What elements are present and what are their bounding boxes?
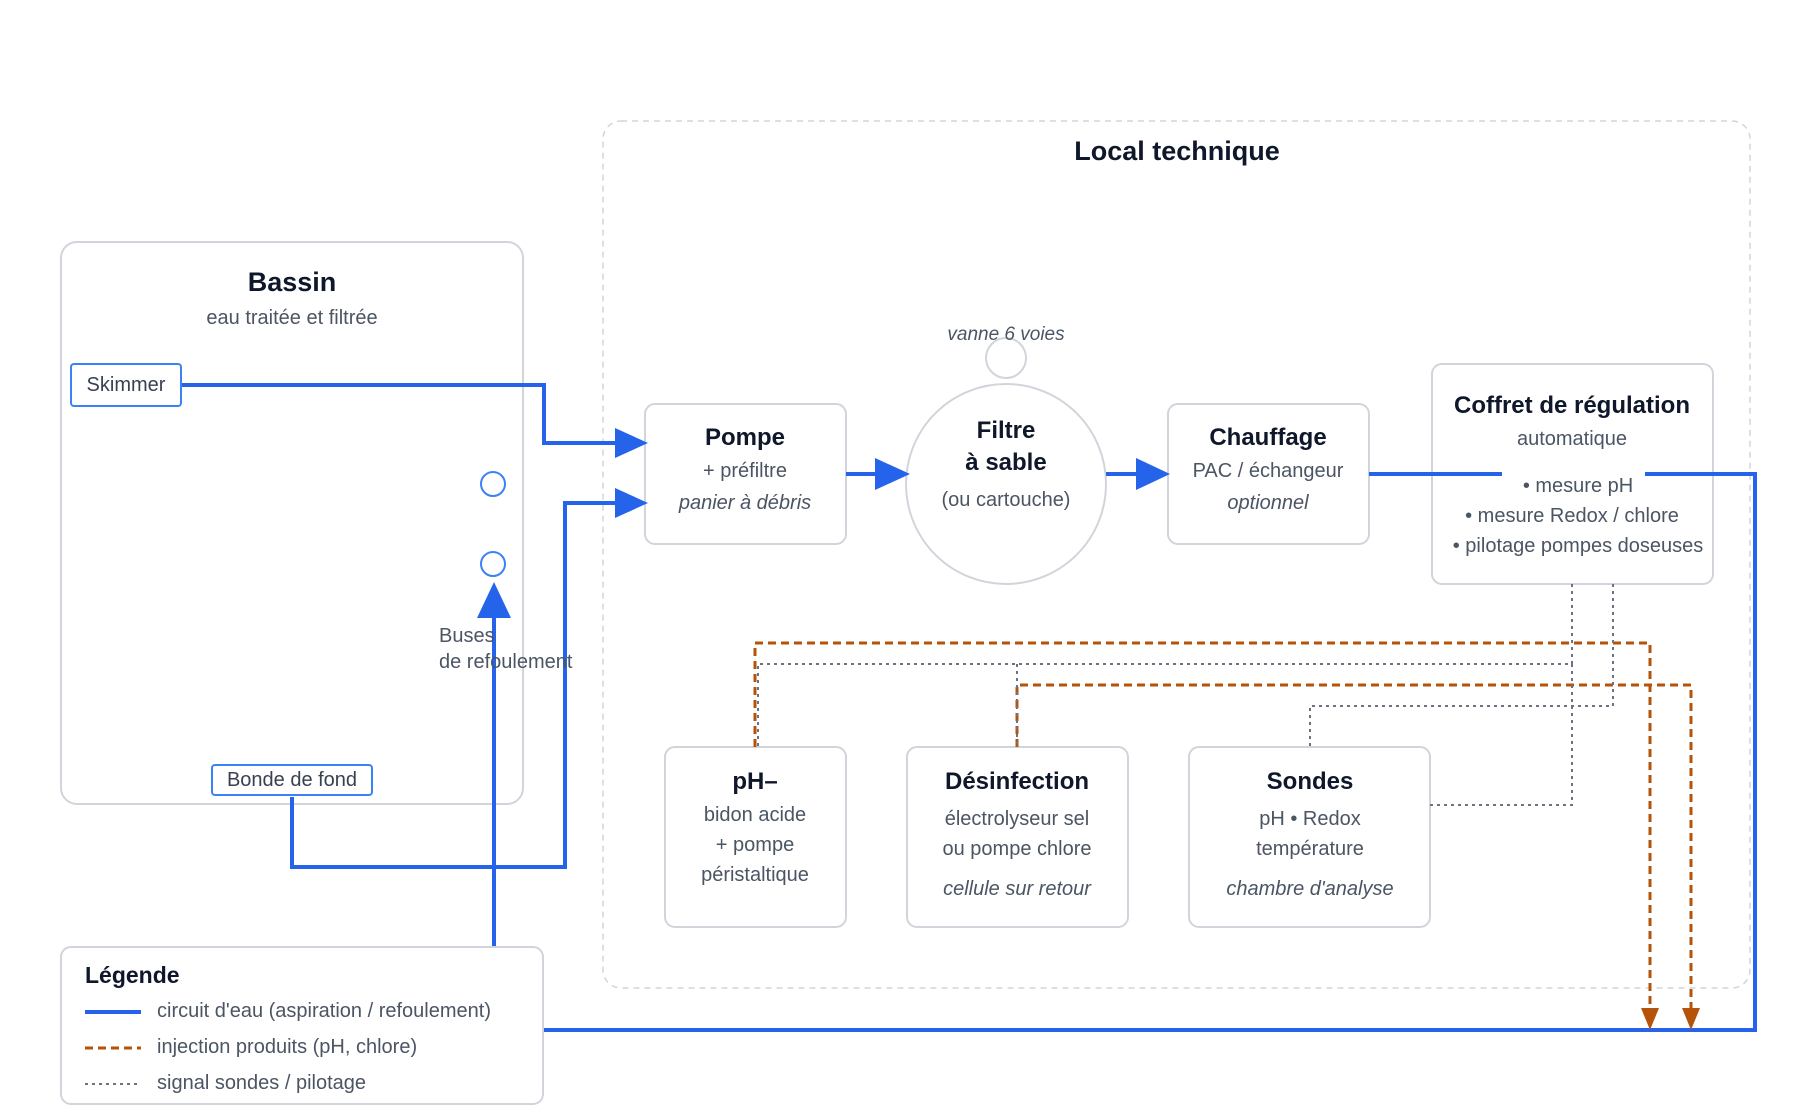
arrow-into-pompe-top (615, 428, 648, 458)
injection-arrows (1641, 1008, 1700, 1030)
local-technique-frame (602, 120, 1751, 989)
buses-label-line2: de refoulement (439, 651, 573, 673)
legend-signal-label: signal sondes / pilotage (157, 1072, 367, 1094)
arrow-to-buses (477, 582, 511, 618)
sondes-line2: température (1256, 838, 1364, 860)
arrow-injection-desinfection (1682, 1008, 1700, 1030)
coffret-item-2: • mesure Redox / chlore (1465, 505, 1679, 527)
filtre-title-line1: Filtre (976, 417, 1036, 444)
chauffage-line1: PAC / échangeur (1192, 460, 1344, 482)
water-line-return (544, 472, 1757, 1032)
vanne-label: vanne 6 voies (947, 324, 1065, 345)
bassin-subtitle: eau traitée et filtrée (206, 307, 378, 329)
pompe-line2: panier à débris (678, 492, 812, 514)
pompe-line1: + préfiltre (703, 460, 787, 482)
buse-circle-1 (480, 471, 506, 497)
arrow-injection-ph (1641, 1008, 1659, 1030)
legend-water-label: circuit d'eau (aspiration / refoulement) (157, 1000, 491, 1022)
filtre-sub: (ou cartouche) (941, 489, 1071, 511)
desinfection-line2: ou pompe chlore (942, 838, 1092, 860)
water-arrows (477, 428, 1170, 618)
buses-label-line1: Buses (439, 625, 495, 647)
pompe-title: Pompe (704, 424, 786, 451)
bonde-de-fond-tag: Bonde de fond (211, 764, 373, 796)
sondes-box (1188, 746, 1431, 928)
buse-circle-2 (480, 551, 506, 577)
chauffage-line2: optionnel (1227, 492, 1309, 514)
signal-line-ph (757, 584, 1573, 747)
sondes-line1: pH • Redox (1259, 808, 1361, 830)
signal-line-sondes-side (1430, 664, 1573, 806)
legend-box (60, 946, 544, 1105)
ph-line3: péristaltique (701, 864, 809, 886)
injection-line-ph (753, 641, 1652, 1012)
desinfection-title: Désinfection (944, 768, 1090, 795)
filtre-title-line2: à sable (965, 449, 1047, 476)
coffret-item-3: • pilotage pompes doseuses (1452, 535, 1704, 557)
desinfection-line3: cellule sur retour (943, 878, 1091, 900)
coffret-sub: automatique (1516, 428, 1628, 450)
coffret-item-1: • mesure pH (1516, 475, 1640, 498)
ph-line1: bidon acide (703, 804, 807, 826)
chauffage-title: Chauffage (1209, 424, 1327, 451)
desinfection-line1: électrolyseur sel (944, 808, 1090, 830)
arrow-into-pompe-bottom (615, 488, 648, 518)
arrow-into-filtre (875, 458, 910, 490)
skimmer-tag: Skimmer (70, 363, 182, 407)
water-line-skimmer (182, 383, 620, 445)
bassin-title: Bassin (247, 267, 337, 297)
filtre-circle (905, 383, 1107, 585)
signal-line-sondes-top (1309, 584, 1614, 747)
ph-line2: + pompe (715, 834, 795, 856)
vanne-6-voies-circle (985, 337, 1027, 379)
legend-injection-label: injection produits (pH, chlore) (157, 1036, 418, 1058)
legend-title: Légende (85, 962, 180, 988)
water-circuit (182, 383, 1757, 1032)
sondes-title: Sondes (1266, 768, 1354, 795)
water-line-bonde (290, 501, 620, 869)
coffret-title: Coffret de régulation (1453, 392, 1691, 419)
signal-lines (757, 584, 1614, 806)
local-technique-title: Local technique (1074, 136, 1280, 166)
ph-title: pH– (732, 768, 778, 795)
arrow-into-chauffage (1136, 458, 1170, 490)
sondes-line3: chambre d'analyse (1226, 878, 1394, 900)
